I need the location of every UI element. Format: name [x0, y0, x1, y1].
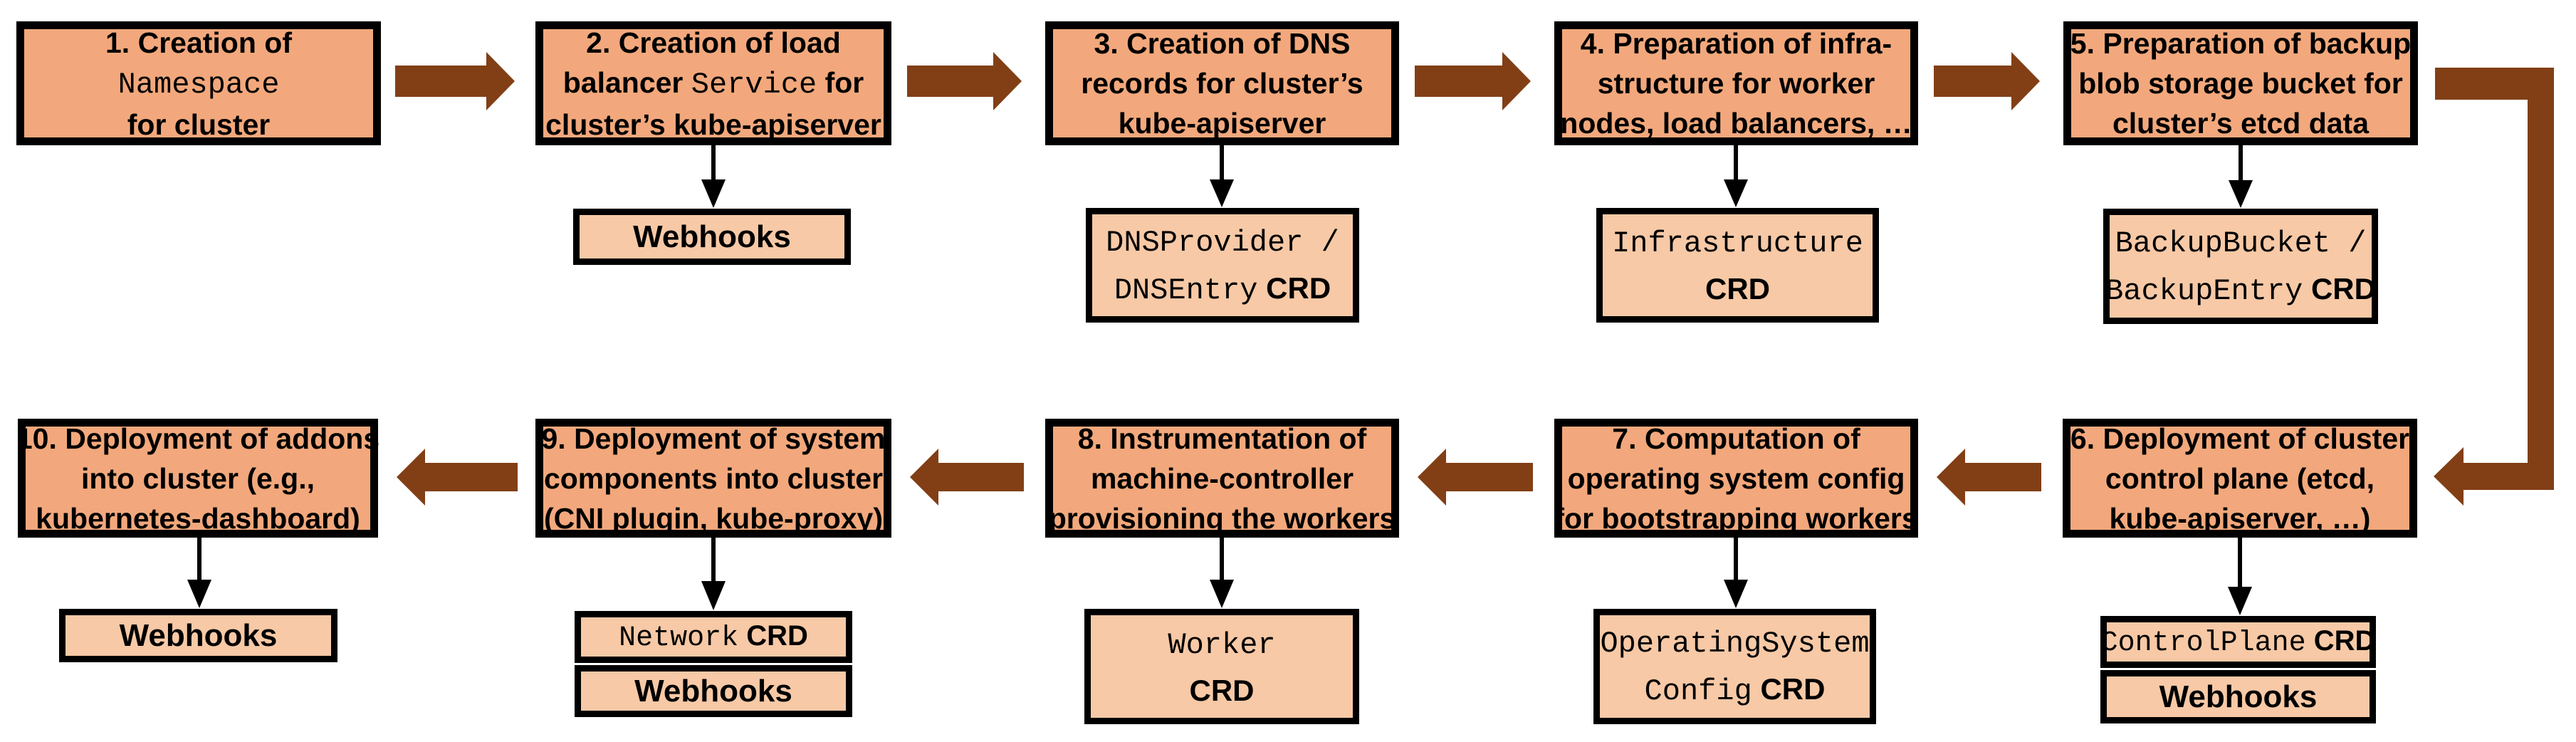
step-4-line-2: structure for worker — [1597, 67, 1875, 100]
flow-arrow-8-9 — [910, 449, 1024, 506]
flow-arrow-3-4 — [1415, 52, 1531, 110]
step-1-line-3: for cluster — [127, 108, 271, 141]
step-3-line-3: kube-apiserver — [1118, 107, 1326, 140]
step-5-line-1: 5. Preparation of backup — [2070, 27, 2412, 60]
network-crd-line: Network CRD — [619, 620, 808, 654]
step-7-line-3: for bootstrapping workers — [1554, 501, 1918, 535]
webhooks-box-step6: Webhooks — [2100, 670, 2376, 723]
dns-crd-line-2: DNSEntry CRD — [1114, 271, 1331, 308]
osc-crd-line-1: OperatingSystem — [1600, 627, 1870, 661]
step-box-10: 10. Deployment of addons into cluster (e… — [16, 419, 380, 538]
connector-step9-network-crd — [701, 536, 726, 610]
step-box-7: 7. Computation of operating system confi… — [1554, 419, 1918, 538]
step-10-line-3: kubernetes-dashboard) — [36, 501, 360, 535]
flow-arrow-5-6-elbow — [2434, 68, 2554, 506]
infrastructure-crd-line-1: Infrastructure — [1612, 226, 1863, 261]
flow-arrow-9-10 — [397, 449, 518, 506]
step-6-line-1: 6. Deployment of cluster — [2070, 422, 2410, 455]
step-box-9: 9. Deployment of system components into … — [535, 419, 891, 538]
webhooks-box-step2: Webhooks — [573, 209, 851, 265]
step-9-line-1: 9. Deployment of system — [541, 422, 886, 455]
step-2-line-3: cluster’s kube-apiserver — [545, 108, 881, 141]
step-2-line-2: balancer Service for — [562, 66, 864, 102]
step-box-6: 6. Deployment of cluster control plane (… — [2063, 419, 2417, 538]
webhooks-label: Webhooks — [119, 617, 278, 653]
step-box-5: 5. Preparation of backup blob storage bu… — [2063, 21, 2418, 145]
webhooks-box-step10: Webhooks — [59, 609, 337, 662]
flow-arrow-7-8 — [1418, 449, 1533, 506]
network-crd-box: Network CRD — [575, 611, 852, 663]
step-box-4: 4. Preparation of infra- structure for w… — [1554, 21, 1918, 145]
step-6-line-3: kube-apiserver, …) — [2109, 501, 2371, 535]
webhooks-label: Webhooks — [2159, 679, 2318, 714]
step-4-line-3: nodes, load balancers, … — [1560, 107, 1912, 140]
step-10-line-2: into cluster (e.g., — [80, 461, 315, 495]
osc-crd-line-2: Config CRD — [1644, 672, 1826, 709]
backup-crd-line-2: BackupEntry CRD — [2105, 272, 2376, 308]
webhooks-label: Webhooks — [633, 219, 791, 254]
connector-step2-webhooks — [701, 144, 726, 208]
step-10-line-1: 10. Deployment of addons — [16, 422, 380, 455]
infrastructure-crd-box: Infrastructure CRD — [1596, 208, 1879, 323]
flow-arrow-2-3 — [907, 52, 1022, 110]
flow-arrow-1-2 — [395, 52, 515, 110]
infrastructure-crd-line-2: CRD — [1705, 272, 1770, 305]
step-box-3: 3. Creation of DNS records for cluster’s… — [1045, 21, 1399, 145]
backup-crd-line-1: BackupBucket / — [2115, 226, 2367, 261]
operatingsystemconfig-crd-box: OperatingSystem Config CRD — [1593, 609, 1876, 724]
flow-arrow-4-5 — [1934, 52, 2040, 110]
step-8-line-3: provisioning the workers — [1048, 501, 1396, 535]
step-9-line-3: (CNI plugin, kube-proxy) — [543, 501, 884, 535]
worker-crd-line-1: Worker — [1168, 627, 1276, 662]
controlplane-crd-box: ControlPlane CRD — [2100, 616, 2376, 668]
connector-step3-dns-crd — [1210, 144, 1234, 207]
connector-step10-webhooks — [187, 536, 211, 608]
step-box-2: 2. Creation of load balancer Service for… — [535, 21, 891, 145]
webhooks-box-step9: Webhooks — [575, 665, 852, 717]
step-1-line-2: Namespace — [117, 67, 280, 102]
step-8-line-2: machine-controller — [1090, 461, 1354, 495]
connector-step5-backup-crd — [2229, 144, 2253, 208]
connector-step7-osc-crd — [1724, 536, 1748, 608]
connector-step6-controlplane-crd — [2228, 536, 2252, 615]
step-4-line-1: 4. Preparation of infra- — [1580, 27, 1892, 60]
step-3-line-1: 3. Creation of DNS — [1094, 27, 1351, 60]
step-3-line-2: records for cluster’s — [1081, 67, 1363, 100]
webhooks-label: Webhooks — [634, 673, 792, 709]
step-1-line-1: 1. Creation of — [105, 26, 292, 59]
step-box-1: 1. Creation of Namespace for cluster — [16, 21, 381, 145]
dns-crd-box: DNSProvider / DNSEntry CRD — [1086, 208, 1359, 323]
worker-crd-line-2: CRD — [1189, 673, 1255, 707]
step-7-line-1: 7. Computation of — [1612, 422, 1860, 455]
controlplane-crd-line: ControlPlane CRD — [2100, 625, 2376, 659]
backup-crd-box: BackupBucket / BackupEntry CRD — [2103, 209, 2378, 324]
step-6-line-2: control plane (etcd, — [2105, 461, 2375, 495]
step-5-line-3: cluster’s etcd data — [2112, 107, 2370, 140]
step-9-line-2: components into cluster — [543, 461, 884, 495]
step-2-line-1: 2. Creation of load — [586, 26, 841, 59]
connector-step4-infrastructure-crd — [1724, 144, 1748, 207]
dns-crd-line-1: DNSProvider / — [1106, 225, 1339, 260]
step-5-line-2: blob storage bucket for — [2078, 67, 2403, 100]
step-7-line-2: operating system config — [1567, 461, 1905, 495]
step-box-8: 8. Instrumentation of machine-controller… — [1045, 419, 1399, 538]
worker-crd-box: Worker CRD — [1084, 609, 1359, 724]
connector-step8-worker-crd — [1210, 536, 1234, 608]
step-8-line-1: 8. Instrumentation of — [1077, 422, 1367, 455]
flow-arrow-6-7 — [1937, 449, 2041, 506]
